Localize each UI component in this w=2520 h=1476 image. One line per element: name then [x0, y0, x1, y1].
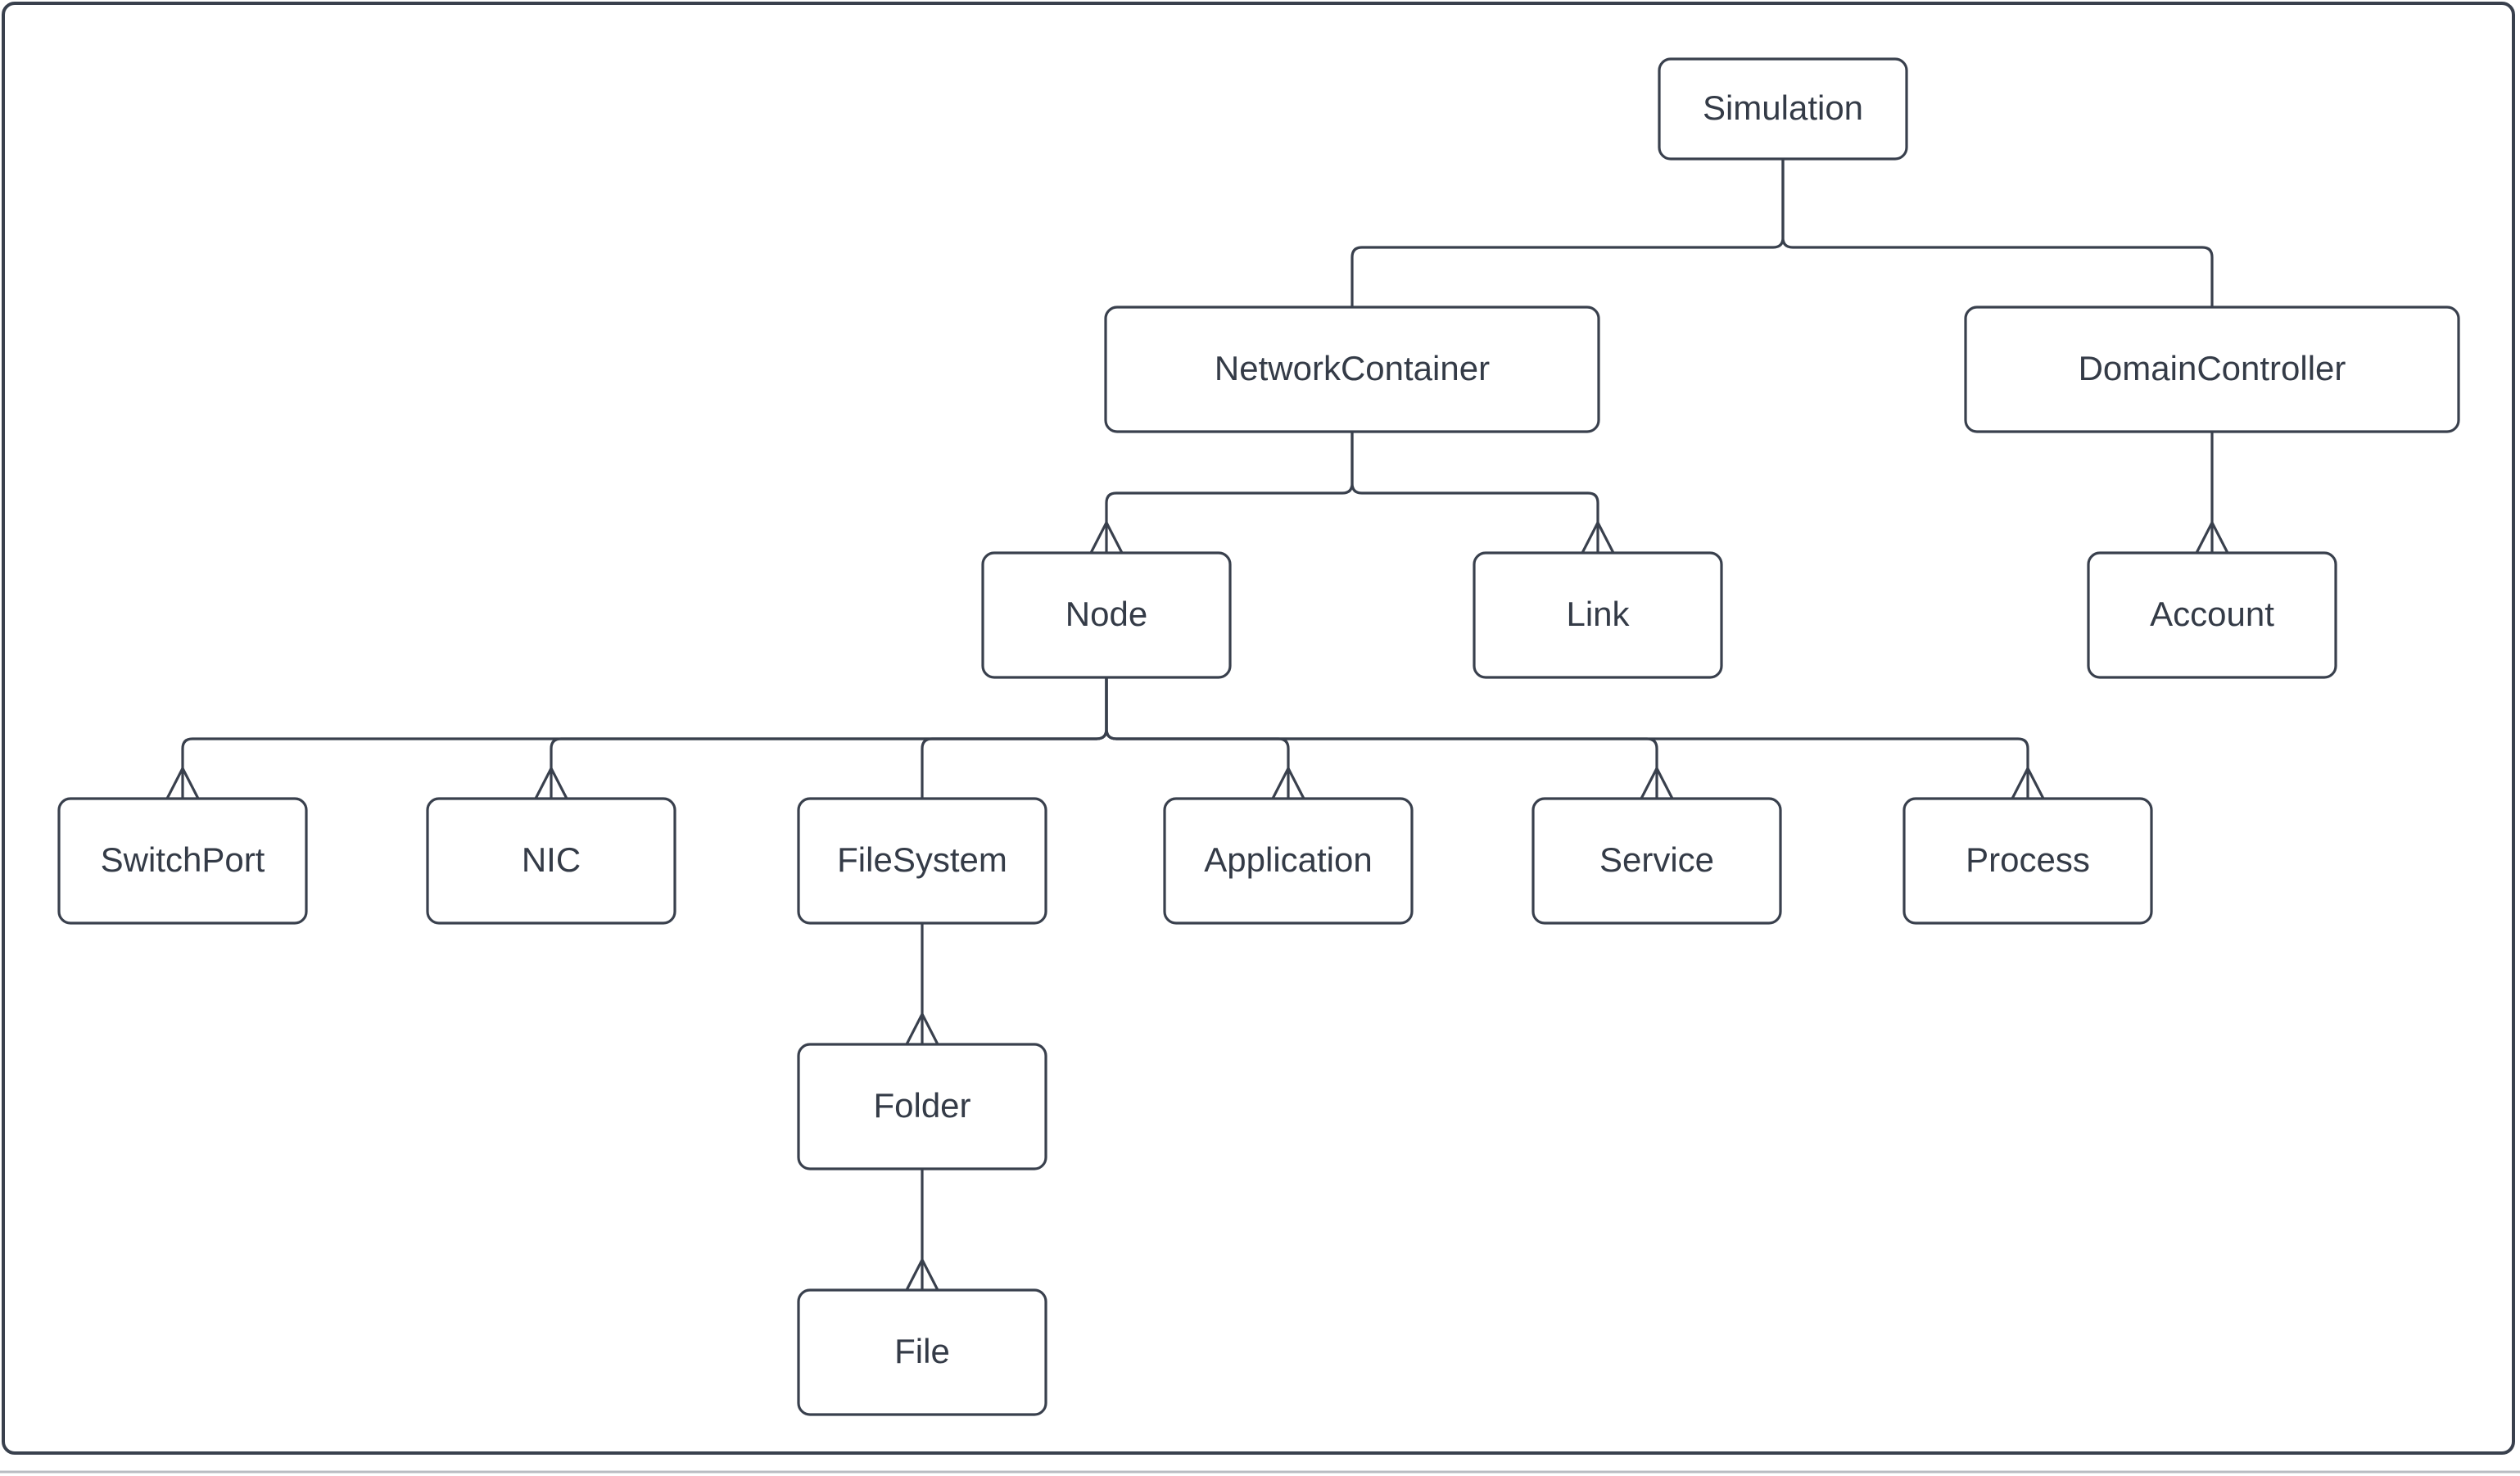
class-node-label: Process [1966, 840, 2090, 879]
generalization-arrow-icon [165, 765, 200, 799]
generalization-arrow-icon [905, 1011, 939, 1045]
class-node-simulation[interactable]: Simulation [1658, 57, 1908, 161]
edge-path [1781, 159, 2214, 307]
generalization-arrow-icon [1089, 519, 1124, 554]
edge-path [1105, 677, 1290, 768]
class-node-box[interactable] [1658, 57, 1908, 161]
class-node-label: Application [1204, 840, 1372, 879]
generalization-arrow-icon [2195, 519, 2229, 554]
class-node-label: File [894, 1332, 950, 1370]
generalization-arrow-icon [1581, 519, 1615, 554]
class-node-box[interactable] [981, 551, 1232, 679]
edge-networkcontainer-to-node [1089, 432, 1354, 554]
generalization-arrow-icon [1271, 765, 1305, 799]
edge-path [921, 677, 1108, 799]
class-node-box[interactable] [1104, 306, 1600, 433]
class-node-file[interactable]: File [797, 1288, 1047, 1416]
class-node-networkcontainer[interactable]: NetworkContainer [1104, 306, 1600, 433]
class-node-label: SwitchPort [101, 840, 265, 879]
class-node-label: NetworkContainer [1215, 349, 1490, 387]
edge-path [550, 677, 1108, 768]
class-node-label: Simulation [1703, 88, 1863, 127]
class-node-link[interactable]: Link [1473, 551, 1723, 679]
edge-path [1105, 677, 1658, 768]
class-node-label: Node [1065, 595, 1147, 633]
edge-folder-to-file [905, 1169, 939, 1291]
class-node-node[interactable]: Node [981, 551, 1232, 679]
class-node-folder[interactable]: Folder [797, 1043, 1047, 1170]
class-node-label: NIC [522, 840, 581, 879]
class-node-box[interactable] [57, 797, 308, 925]
class-node-box[interactable] [1902, 797, 2153, 925]
class-node-box[interactable] [1163, 797, 1414, 925]
class-node-box[interactable] [1531, 797, 1782, 925]
edge-filesystem-to-folder [905, 923, 939, 1045]
edge-path [1105, 677, 2029, 768]
class-node-domaincontroller[interactable]: DomainController [1964, 306, 2460, 433]
generalization-arrow-icon [1640, 765, 1674, 799]
class-node-box[interactable] [1473, 551, 1723, 679]
class-node-label: FileSystem [837, 840, 1007, 879]
edge-domaincontroller-to-account [2195, 432, 2229, 554]
class-node-filesystem[interactable]: FileSystem [797, 797, 1047, 925]
class-node-label: Account [2150, 595, 2274, 633]
edge-path [181, 677, 1108, 768]
generalization-arrow-icon [2011, 765, 2045, 799]
generalization-arrow-icon [534, 765, 568, 799]
class-node-label: Link [1566, 595, 1630, 633]
edge-path [1350, 432, 1599, 523]
edge-simulation-to-networkcontainer [1350, 159, 1785, 307]
generalization-arrow-icon [905, 1256, 939, 1291]
class-node-box[interactable] [1964, 306, 2460, 433]
class-node-service[interactable]: Service [1531, 797, 1782, 925]
class-node-label: Folder [873, 1086, 970, 1125]
edge-simulation-to-domaincontroller [1781, 159, 2214, 307]
class-node-label: DomainController [2079, 349, 2346, 387]
class-node-application[interactable]: Application [1163, 797, 1414, 925]
edge-node-to-filesystem [921, 677, 1108, 799]
class-node-box[interactable] [797, 1288, 1047, 1416]
class-node-switchport[interactable]: SwitchPort [57, 797, 308, 925]
class-node-box[interactable] [2087, 551, 2337, 679]
class-node-label: Service [1599, 840, 1714, 879]
edge-path [1105, 432, 1354, 523]
class-node-nic[interactable]: NIC [426, 797, 676, 925]
class-node-box[interactable] [797, 1043, 1047, 1170]
class-node-account[interactable]: Account [2087, 551, 2337, 679]
class-node-box[interactable] [797, 797, 1047, 925]
class-node-box[interactable] [426, 797, 676, 925]
edge-networkcontainer-to-link [1350, 432, 1615, 554]
class-node-process[interactable]: Process [1902, 797, 2153, 925]
edge-node-to-process [1105, 677, 2045, 799]
edges-layer [165, 159, 2229, 1291]
edge-path [1350, 159, 1785, 307]
